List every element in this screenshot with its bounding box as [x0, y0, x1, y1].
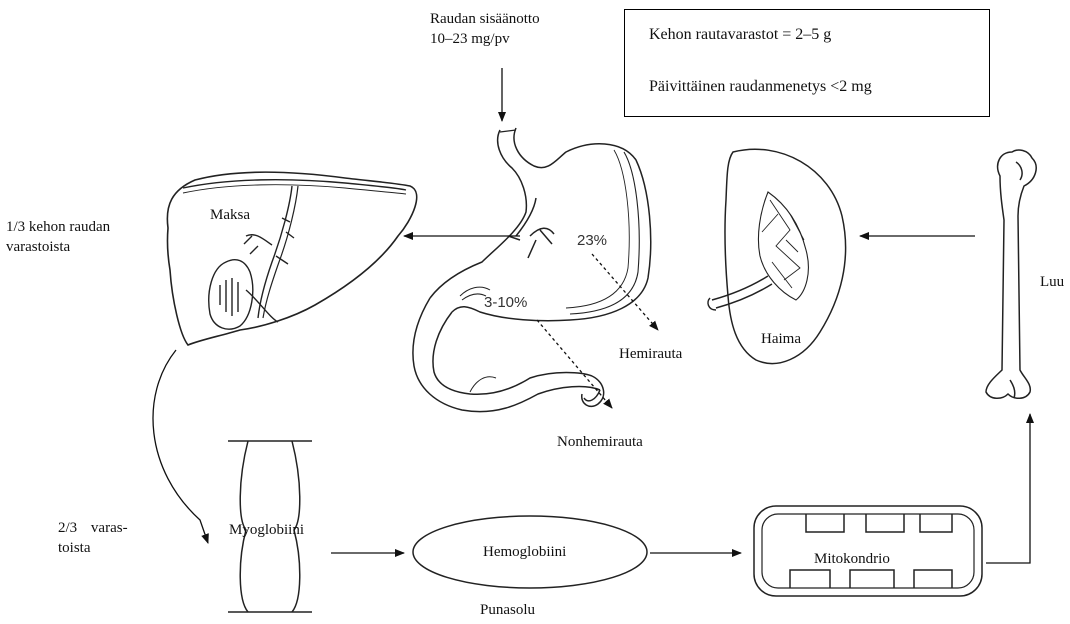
mitochondrion-label: Mitokondrio	[814, 549, 890, 569]
iron-summary-box: Kehon rautavarastot = 2–5 g Päivittäinen…	[624, 9, 990, 117]
stomach-illustration	[413, 128, 651, 412]
nonheme-percent: 3-10%	[484, 294, 527, 311]
liver-to-myoglobin-arrow	[153, 350, 208, 543]
liver-label: Maksa	[210, 205, 250, 225]
body-iron-stores-text: Kehon rautavarastot = 2–5 g	[649, 25, 831, 45]
intake-label-line2: 10–23 mg/pv	[430, 29, 510, 49]
heme-dotted-arrow	[592, 254, 658, 330]
hemoglobin-label: Hemoglobiini	[483, 542, 566, 562]
daily-iron-loss-text: Päivittäinen raudanmenetys <2 mg	[649, 77, 872, 97]
bone-illustration	[986, 150, 1036, 398]
liver-share-note-line1: 1/3 kehon raudan	[6, 217, 110, 237]
flow-arrows	[153, 68, 1030, 563]
nonheme-iron-label: Nonhemirauta	[557, 432, 643, 452]
nonheme-dotted-arrow	[537, 320, 612, 408]
red-blood-cell-label: Punasolu	[480, 600, 535, 620]
liver-share-note-line2: varastoista	[6, 237, 70, 257]
intake-label-line1: Raudan sisäänotto	[430, 9, 540, 29]
heme-iron-label: Hemirauta	[619, 344, 682, 364]
stores-share-note-line1: 2/3 varas-	[58, 518, 128, 538]
bone-label: Luu	[1040, 272, 1064, 292]
myoglobin-label: Myoglobiini	[229, 520, 304, 540]
liver-illustration	[167, 172, 416, 345]
pancreas-label: Haima	[761, 329, 801, 349]
heme-percent: 23%	[577, 232, 607, 249]
stores-share-note-line2: toista	[58, 538, 91, 558]
mitochondrion-to-bone-arrow	[986, 414, 1030, 563]
